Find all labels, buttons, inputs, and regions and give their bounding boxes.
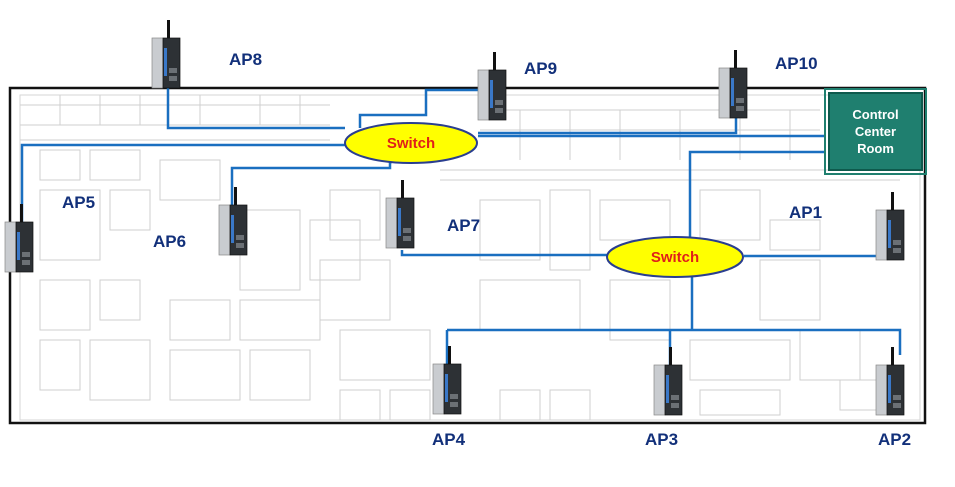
ap5-label: AP5 [62,193,96,212]
control-center-line2: Center [854,124,897,139]
switch-bottom-label: Switch [650,248,700,266]
ap2-label: AP2 [878,430,912,449]
network-cables [20,85,902,365]
switch-top-shape [344,122,478,164]
switch-bottom: Switch [607,237,743,277]
ap3-device-icon [653,347,683,416]
ap7-label: AP7 [447,216,481,235]
ap9-label: AP9 [524,59,558,78]
switch-top-label: Switch [386,134,436,152]
ap3-label: AP3 [645,430,679,449]
ap4-label: AP4 [432,430,466,449]
ap9-device-icon [477,52,507,121]
access-point-devices [4,20,905,416]
control-center-line3: Room [857,141,894,156]
ap2-device-icon [875,347,905,416]
ap8-label: AP8 [229,50,263,69]
ap4-device-icon [432,346,462,415]
ap8-device-icon [151,20,181,89]
ap7-device-icon [385,180,415,249]
control-center-room: Control Center Room [824,88,927,175]
ap10-device-icon [718,50,748,119]
switch-top: Switch [345,123,477,163]
ap1-device-icon [875,192,905,261]
switch-bottom-shape [606,236,744,278]
ap1-label: AP1 [789,203,823,222]
ap6-device-icon [218,187,248,256]
control-center-line1: Control [852,107,899,122]
ap10-label: AP10 [775,54,818,73]
ap5-device-icon [4,204,34,273]
ap6-label: AP6 [153,232,187,251]
